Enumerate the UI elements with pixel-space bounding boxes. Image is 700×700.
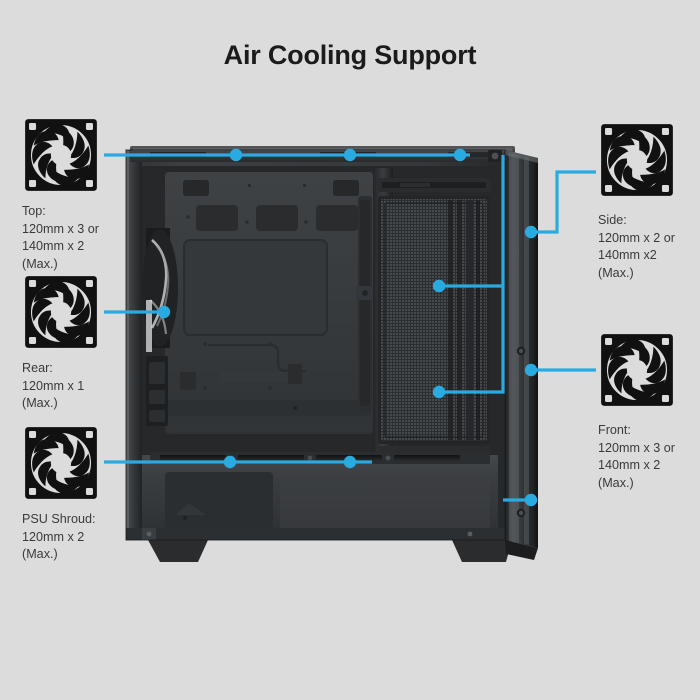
case-fan-icon-rear [22, 273, 100, 351]
case-fan-icon-top [22, 116, 100, 194]
callout-label-front: Front: 120mm x 3 or 140mm x 2 (Max.) [598, 423, 675, 490]
case-fan-icon-side [598, 121, 676, 199]
case-fan-icon-front [598, 331, 676, 409]
page-title: Air Cooling Support [223, 40, 477, 70]
callout-label-side: Side: 120mm x 2 or 140mm x2 (Max.) [598, 213, 675, 280]
callout-label-top: Top: 120mm x 3 or 140mm x 2 (Max.) [22, 204, 99, 271]
callout-label-psu-shroud: PSU Shroud: 120mm x 2 (Max.) [22, 512, 96, 561]
callout-label-rear: Rear: 120mm x 1 (Max.) [22, 361, 85, 410]
case-fan-icon-psu-shroud [22, 424, 100, 502]
